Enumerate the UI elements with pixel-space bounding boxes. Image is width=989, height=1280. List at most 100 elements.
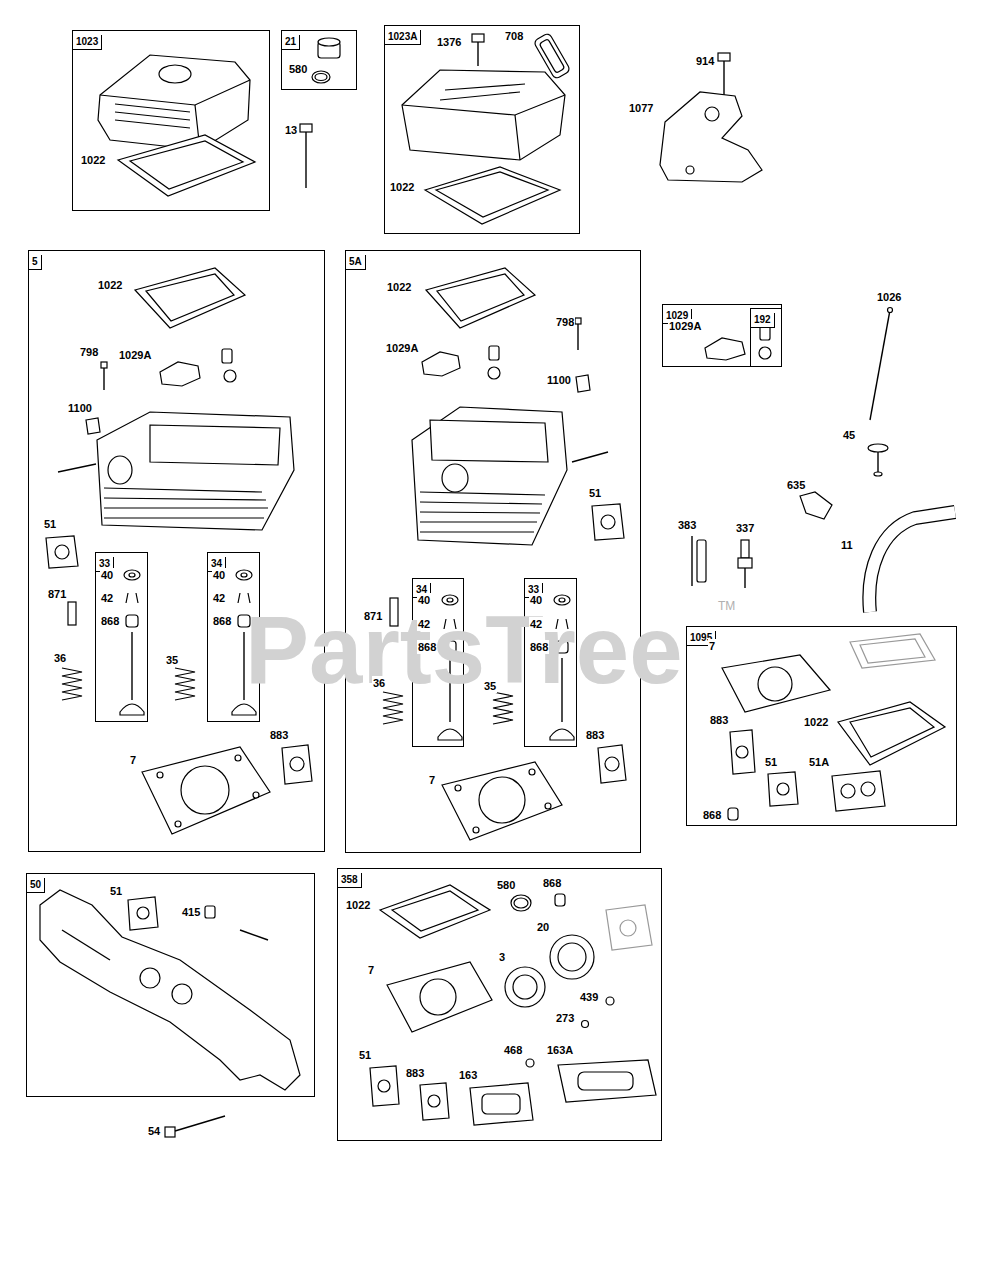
cylinder-head-assembly <box>479 777 525 823</box>
callout-number: 42 <box>212 591 226 605</box>
cylinder-head-assembly <box>488 367 500 379</box>
cylinder-head-assembly <box>241 573 247 577</box>
callout-number: 871 <box>363 609 383 623</box>
callout-number: 1022 <box>389 180 415 194</box>
group-number: 358 <box>338 873 362 888</box>
ignition-coil <box>697 540 706 582</box>
spark-plug <box>741 540 749 558</box>
gasket-kit <box>620 920 636 936</box>
valve-cover <box>436 172 548 217</box>
bolt <box>718 53 730 98</box>
part-group-box: 192 <box>750 308 782 367</box>
breather-hose <box>869 512 955 612</box>
group-number: 50 <box>27 878 45 893</box>
cylinder-head-assembly <box>46 536 78 568</box>
callout-number: 883 <box>269 728 289 742</box>
cylinder-head-assembly <box>572 452 608 462</box>
callout-number: 580 <box>496 878 516 892</box>
callout-number: 798 <box>79 345 99 359</box>
cylinder-head-assembly <box>222 349 232 363</box>
callout-number: 439 <box>579 990 599 1004</box>
cylinder-head-assembly <box>62 668 82 700</box>
cylinder-head-assembly <box>550 729 574 740</box>
intake-manifold <box>172 984 192 1004</box>
callout-number: 1029A <box>668 319 702 333</box>
callout-number: 383 <box>677 518 697 532</box>
callout-number: 42 <box>417 617 431 631</box>
gasket-set <box>841 784 855 798</box>
cylinder-head-assembly <box>243 632 244 700</box>
push-rod <box>870 310 890 420</box>
valve-cover <box>402 70 565 160</box>
group-number: 5 <box>29 255 42 270</box>
cylinder-head-assembly <box>412 407 567 545</box>
callout-number: 635 <box>786 478 806 492</box>
intake-manifold <box>240 930 268 940</box>
bracket <box>660 92 762 182</box>
callout-number: 883 <box>585 728 605 742</box>
gasket-kit <box>420 979 456 1015</box>
cylinder-head-assembly <box>545 803 551 809</box>
callout-number: 3 <box>498 950 506 964</box>
valve-cover <box>472 34 484 42</box>
cylinder-head-assembly <box>46 268 312 834</box>
cylinder-head-assembly <box>126 593 138 603</box>
ignition-coil <box>692 536 706 586</box>
gasket-kit <box>514 898 528 908</box>
gasket-set <box>838 702 945 765</box>
callout-number: 11 <box>840 538 854 552</box>
gasket-set <box>722 634 945 820</box>
valve-cover <box>477 42 478 66</box>
bolt <box>300 124 312 188</box>
cylinder-head-assembly <box>129 573 135 577</box>
cylinder-head-assembly <box>126 615 138 627</box>
cylinder-head-assembly <box>430 420 548 462</box>
cylinder-head-assembly <box>58 464 96 472</box>
callout-number: 51A <box>808 755 830 769</box>
callout-number: 1022 <box>97 278 123 292</box>
valve-cover <box>100 80 250 105</box>
cylinder-head-assembly <box>160 362 200 386</box>
gasket-kit <box>380 885 490 938</box>
part-group-box: 1023 <box>72 30 270 211</box>
cylinder-head-assembly <box>442 762 562 840</box>
cylinder-head-assembly <box>135 268 245 328</box>
cylinder-head-assembly <box>86 418 100 434</box>
push-rod <box>870 308 893 421</box>
callout-number: 51 <box>764 755 778 769</box>
oil-fill-cap <box>312 71 330 83</box>
cylinder-head-assembly <box>420 492 545 532</box>
breather-hose <box>869 512 955 612</box>
bolt <box>165 1116 225 1137</box>
ignition-coil <box>691 536 692 586</box>
spark-plug-boot <box>800 492 832 519</box>
cylinder-head-assembly <box>290 757 304 771</box>
cylinder-head-assembly <box>383 268 626 840</box>
rocker-arm <box>760 326 770 340</box>
cylinder-head-assembly <box>55 545 69 559</box>
gasket-kit <box>582 1021 589 1028</box>
spark-plug <box>738 540 752 588</box>
cylinder-head-assembly <box>142 747 270 834</box>
callout-number: 708 <box>504 29 524 43</box>
part-group-box: 21 <box>281 30 357 90</box>
cylinder-head-assembly <box>529 769 535 775</box>
callout-number: 54 <box>147 1124 161 1138</box>
callout-number: 273 <box>555 1011 575 1025</box>
callout-number: 40 <box>417 593 431 607</box>
oil-fill-cap <box>312 38 340 83</box>
callout-number: 51 <box>43 517 57 531</box>
cylinder-head-assembly <box>68 602 76 625</box>
cylinder-head-assembly <box>489 346 499 360</box>
cylinder-head-assembly <box>97 412 294 530</box>
bolt <box>718 53 730 61</box>
callout-number: 868 <box>212 614 232 628</box>
group-number: 1023 <box>73 35 102 50</box>
gasket-kit <box>578 1072 633 1090</box>
intake-manifold <box>40 890 300 1090</box>
valve-cover <box>98 55 250 150</box>
cylinder-head-assembly <box>282 745 312 784</box>
callout-number: 42 <box>100 591 114 605</box>
cylinder-head-assembly <box>131 632 132 700</box>
